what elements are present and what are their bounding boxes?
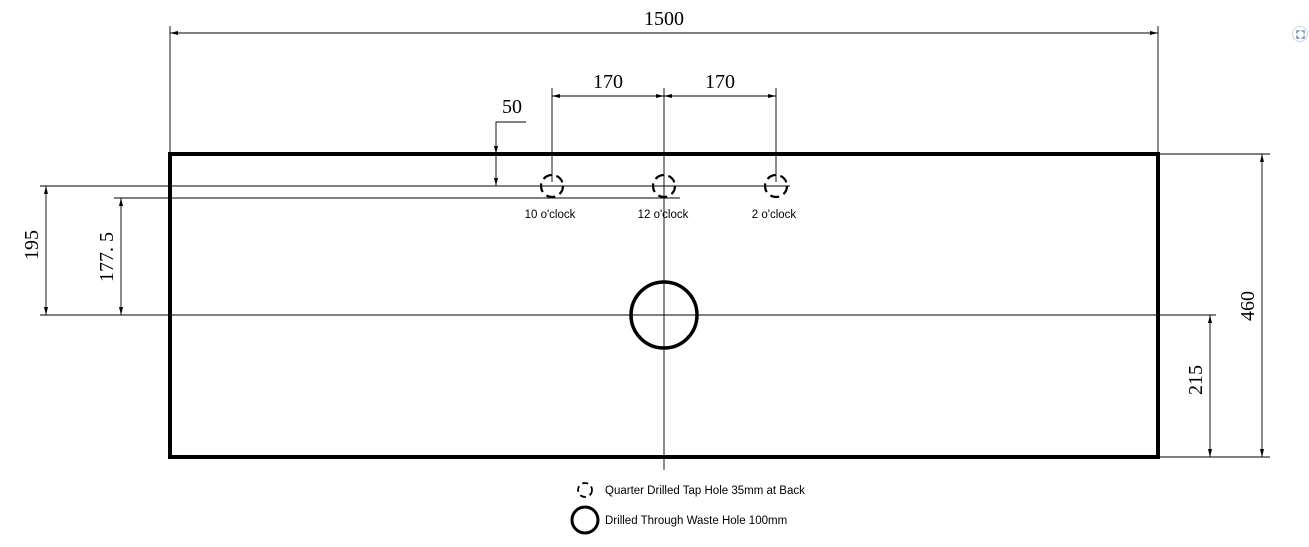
legend-tap-hole-label: Quarter Drilled Tap Hole 35mm at Back [605,485,805,497]
legend-tap-hole-icon [577,482,593,498]
tap-secondary-height-label: 177. 5 [96,232,118,282]
legend-waste-hole-icon [570,505,600,535]
overall-width-dimension: 1500 [169,8,1159,152]
tap-spacing-dimension: 170 170 [551,71,777,182]
tap-height-dimension: 195 [21,186,48,315]
tap-secondary-height-dimension: 177. 5 [96,198,123,315]
waste-height-dimension: 215 [1185,315,1212,457]
tap-offset-dimension: 50 [494,96,526,186]
tap-offset-label: 50 [502,96,522,118]
tap-label-center: 12 o'clock [638,209,689,221]
overall-depth-dimension: 460 [1160,153,1270,458]
tap-height-label: 195 [21,230,43,260]
legend-waste-hole-label: Drilled Through Waste Hole 100mm [605,515,787,527]
waste-hole [629,280,699,350]
expand-icon[interactable] [1292,26,1308,42]
waste-height-label: 215 [1185,365,1207,395]
tap-spacing-right-label: 170 [705,71,735,93]
legend: Quarter Drilled Tap Hole 35mm at Back Dr… [570,482,805,535]
overall-depth-label: 460 [1237,291,1259,321]
tap-spacing-left-label: 170 [593,71,623,93]
overall-width-label: 1500 [644,8,684,30]
tap-hole-left [539,173,565,199]
tap-hole-right [763,173,789,199]
tap-label-left: 10 o'clock [525,209,576,221]
tap-hole-center [651,173,677,199]
tap-label-right: 2 o'clock [752,209,797,221]
